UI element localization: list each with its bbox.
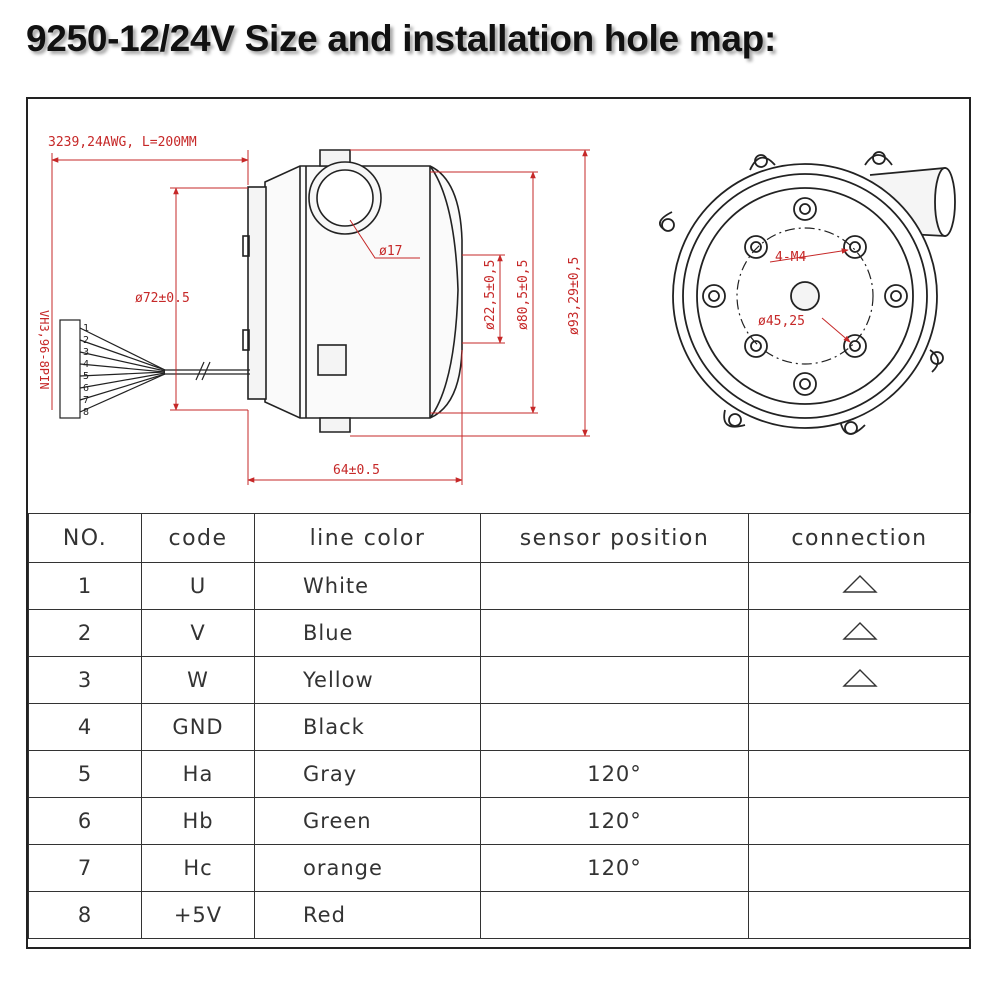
cell-code: Ha [141,750,255,798]
cell-code: U [141,562,255,610]
length-label: 64±0.5 [333,463,380,478]
connector-label: VH3,96-8PIN [37,310,51,389]
table-row: 1 U White [28,562,971,610]
cell-connection [748,750,971,798]
table-row: 7 Hc orange 120° [28,844,971,892]
body-diameter-label: ø72±0.5 [135,291,190,306]
table-row: 3 W Yellow [28,656,971,704]
table-row: 6 Hb Green 120° [28,797,971,845]
cell-no: 7 [28,844,142,892]
dimension-labels: 3239,24AWG, L=200MM ø72±0.5 ø17 64±0.5 ø… [48,135,582,478]
cell-sensor [480,703,749,751]
cell-code: W [141,656,255,704]
cell-connection [748,891,971,939]
pin-label: 8 [83,407,89,418]
rim-diameter-label: ø80,5±0,5 [516,260,531,330]
mounting-holes-label: 4-M4 [775,250,806,265]
cell-code: GND [141,703,255,751]
triangle-icon [841,574,878,593]
cell-connection [748,797,971,845]
cell-code: Hc [141,844,255,892]
pin-label: 5 [83,371,89,382]
table-row: 4 GND Black [28,703,971,751]
cell-connection [748,562,971,610]
outlet-diameter-label: ø17 [379,244,402,259]
pin-label: 2 [83,335,89,346]
header-sensor-position: sensor position [480,513,749,563]
header-line-color: line color [254,513,481,563]
cell-no: 5 [28,750,142,798]
cell-color: orange [254,844,481,892]
table-row: 5 Ha Gray 120° [28,750,971,798]
connector-pins: 1 2 3 4 5 6 7 8 [83,323,89,418]
triangle-icon [841,668,878,687]
cell-sensor [480,562,749,610]
cell-color: White [254,562,481,610]
cell-no: 4 [28,703,142,751]
pin-label: 6 [83,383,89,394]
front-dimensions [769,248,851,343]
cell-code: +5V [141,891,255,939]
pin-label: 4 [83,359,89,370]
cell-sensor [480,609,749,657]
pcd-label: ø45,25 [758,314,805,329]
cell-sensor: 120° [480,750,749,798]
cell-connection [748,609,971,657]
header-code: code [141,513,255,563]
wire-harness [59,319,250,419]
cell-code: Hb [141,797,255,845]
cell-no: 3 [28,656,142,704]
pin-label: 3 [83,347,89,358]
cell-sensor [480,656,749,704]
cell-color: Red [254,891,481,939]
wire-spec-label: 3239,24AWG, L=200MM [48,135,197,150]
cell-color: Gray [254,750,481,798]
cell-color: Black [254,703,481,751]
cell-code: V [141,609,255,657]
cell-color: Yellow [254,656,481,704]
pin-label: 1 [83,323,89,334]
cell-sensor: 120° [480,844,749,892]
outer-diameter-label: ø93,29±0,5 [567,257,582,335]
cell-no: 6 [28,797,142,845]
cell-no: 8 [28,891,142,939]
technical-drawing: 1 2 3 4 5 6 7 8 VH3,96-8PIN [37,135,956,485]
table-row: 2 V Blue [28,609,971,657]
pin-label: 7 [83,395,89,406]
table-row: 8 +5V Red [28,891,971,939]
cell-color: Blue [254,609,481,657]
cell-connection [748,844,971,892]
cell-sensor [480,891,749,939]
header-connection: connection [748,513,971,563]
table-header-row: NO. code line color sensor position conn… [28,513,971,563]
cell-no: 2 [28,609,142,657]
side-view [242,149,463,433]
cell-no: 1 [28,562,142,610]
cell-connection [748,656,971,704]
front-view [659,151,956,435]
cell-color: Green [254,797,481,845]
header-no: NO. [28,513,142,563]
page-title: 9250-12/24V Size and installation hole m… [26,18,776,59]
wiring-table: NO. code line color sensor position conn… [28,513,971,939]
hub-diameter-label: ø22,5±0,5 [483,260,498,330]
cell-connection [748,703,971,751]
cell-sensor: 120° [480,797,749,845]
triangle-icon [841,621,878,640]
dimension-lines [51,149,590,485]
